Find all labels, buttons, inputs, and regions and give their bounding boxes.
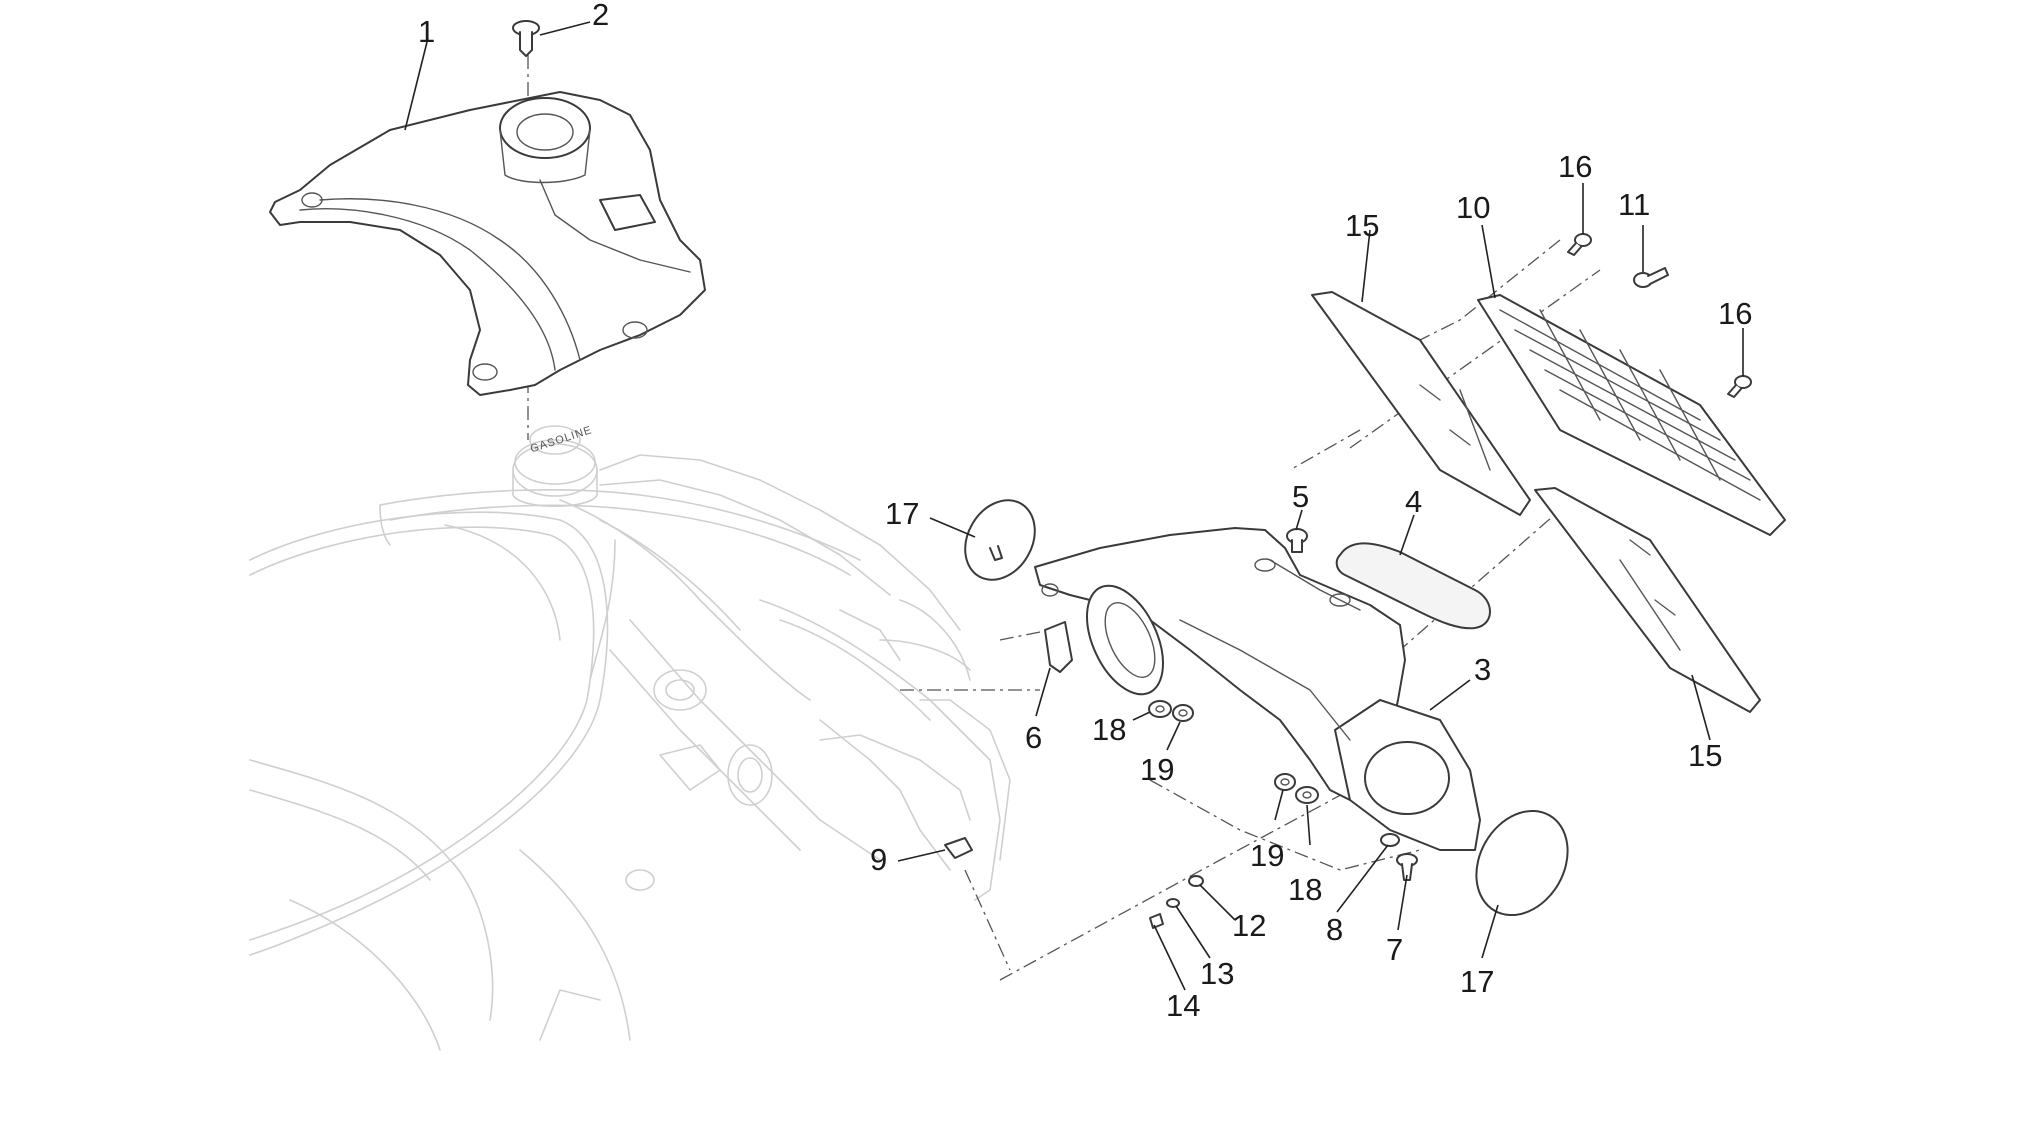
callout-19b: 19: [1250, 838, 1284, 873]
part-screw-5: [1286, 528, 1308, 553]
callout-16a: 16: [1558, 149, 1592, 184]
part-plate-frame-lower: [1534, 487, 1761, 713]
part-washer-18a: [1148, 700, 1172, 718]
part-fastener-14: [1149, 913, 1164, 929]
part-plate-frame-upper: [1311, 291, 1531, 516]
part-screw-7: [1396, 853, 1418, 881]
callout-5: 5: [1292, 479, 1309, 514]
callout-15a: 15: [1345, 208, 1379, 243]
part-fastener-12: [1188, 875, 1204, 887]
callout-16b: 16: [1718, 296, 1752, 331]
part-reflector-disc-lower: [1475, 809, 1569, 917]
leader-lines: [404, 21, 1744, 991]
callout-18b: 18: [1288, 872, 1322, 907]
part-fastener-13: [1166, 898, 1180, 908]
callout-10: 10: [1456, 190, 1490, 225]
part-screw-16b: [1727, 375, 1752, 398]
callout-1: 1: [418, 14, 435, 49]
part-screw-16a: [1567, 233, 1592, 256]
callout-7: 7: [1386, 932, 1403, 967]
callout-4: 4: [1405, 484, 1422, 519]
callout-18a: 18: [1092, 712, 1126, 747]
callout-17b: 17: [1460, 964, 1494, 999]
callout-19a: 19: [1140, 752, 1174, 787]
part-washer-18b: [1295, 786, 1319, 804]
part-screw-2: [512, 20, 540, 57]
callout-3: 3: [1474, 652, 1491, 687]
part-license-holder: [1034, 527, 1481, 851]
part-clip-6: [1044, 621, 1073, 673]
callout-13: 13: [1200, 956, 1234, 991]
callout-2: 2: [592, 0, 609, 32]
fuel-cap: GASOLINE: [512, 424, 598, 507]
part-nut-19a: [1172, 704, 1194, 722]
callout-6: 6: [1025, 720, 1042, 755]
part-clip-9: [944, 837, 973, 859]
part-washer-8: [1380, 833, 1400, 847]
part-nut-19b: [1274, 773, 1296, 791]
part-reflector-bar: [1335, 542, 1491, 630]
part-plate-mount: [1477, 294, 1786, 536]
callout-9: 9: [870, 842, 887, 877]
callout-15b: 15: [1688, 738, 1722, 773]
part-bolt-11: [1633, 267, 1669, 288]
part-rear-cover: [269, 91, 706, 396]
callout-8: 8: [1326, 912, 1343, 947]
callout-numbers: 1 2 3 4 5 6 7 8 9 10 11 12 13 14 15 15 1…: [418, 0, 1752, 1023]
callout-17a: 17: [885, 496, 919, 531]
scooter-frame: GASOLINE: [249, 424, 1011, 1051]
callout-14: 14: [1166, 988, 1200, 1023]
callout-12: 12: [1232, 908, 1266, 943]
part-reflector-disc-upper: [964, 499, 1036, 581]
callout-11: 11: [1618, 187, 1650, 222]
